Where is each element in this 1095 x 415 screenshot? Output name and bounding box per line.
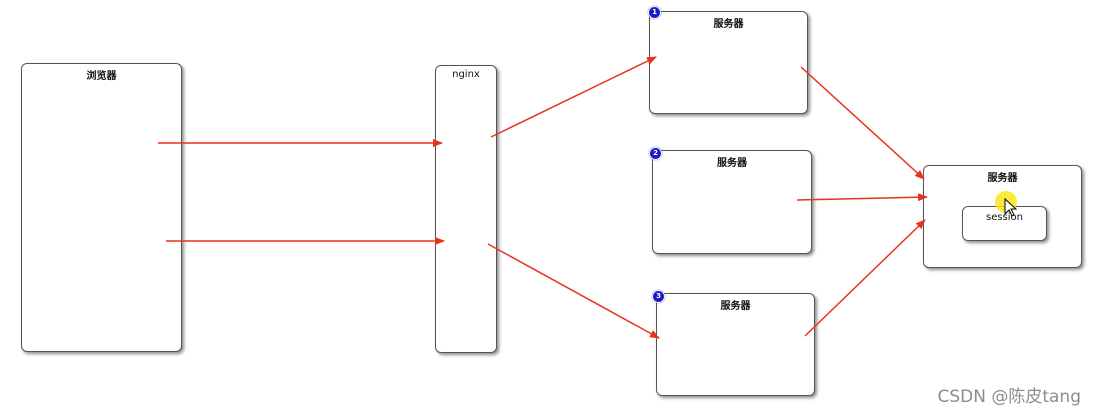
nginx-label: nginx [452, 69, 480, 80]
session-label: session [985, 212, 1024, 223]
arrow-server-1-to-session-server [800, 66, 925, 180]
server-3-box: 服务器 [656, 293, 815, 396]
server-3-label: 服务器 [720, 301, 751, 312]
arrow-nginx-to-server-1 [490, 56, 657, 138]
server-1-badge: 1 [648, 6, 661, 19]
session-server-label: 服务器 [987, 173, 1018, 184]
arrow-server-2-to-session-server [796, 193, 928, 202]
server-2-box: 服务器 [652, 150, 812, 254]
mouse-cursor-icon [1004, 198, 1018, 217]
server-3-badge: 3 [652, 290, 665, 303]
browser-box: 浏览器 [21, 63, 182, 352]
arrow-nginx-to-server-3 [487, 243, 660, 339]
browser-label: 浏览器 [86, 71, 117, 82]
server-2-badge: 2 [649, 147, 662, 160]
server-2-label: 服务器 [717, 158, 747, 169]
server-1-label: 服务器 [713, 19, 744, 30]
nginx-box: nginx [435, 65, 497, 353]
server-1-box: 服务器 [649, 11, 808, 114]
arrow-server-3-to-session-server [804, 219, 926, 337]
watermark: CSDN @陈皮tang [937, 387, 1081, 407]
